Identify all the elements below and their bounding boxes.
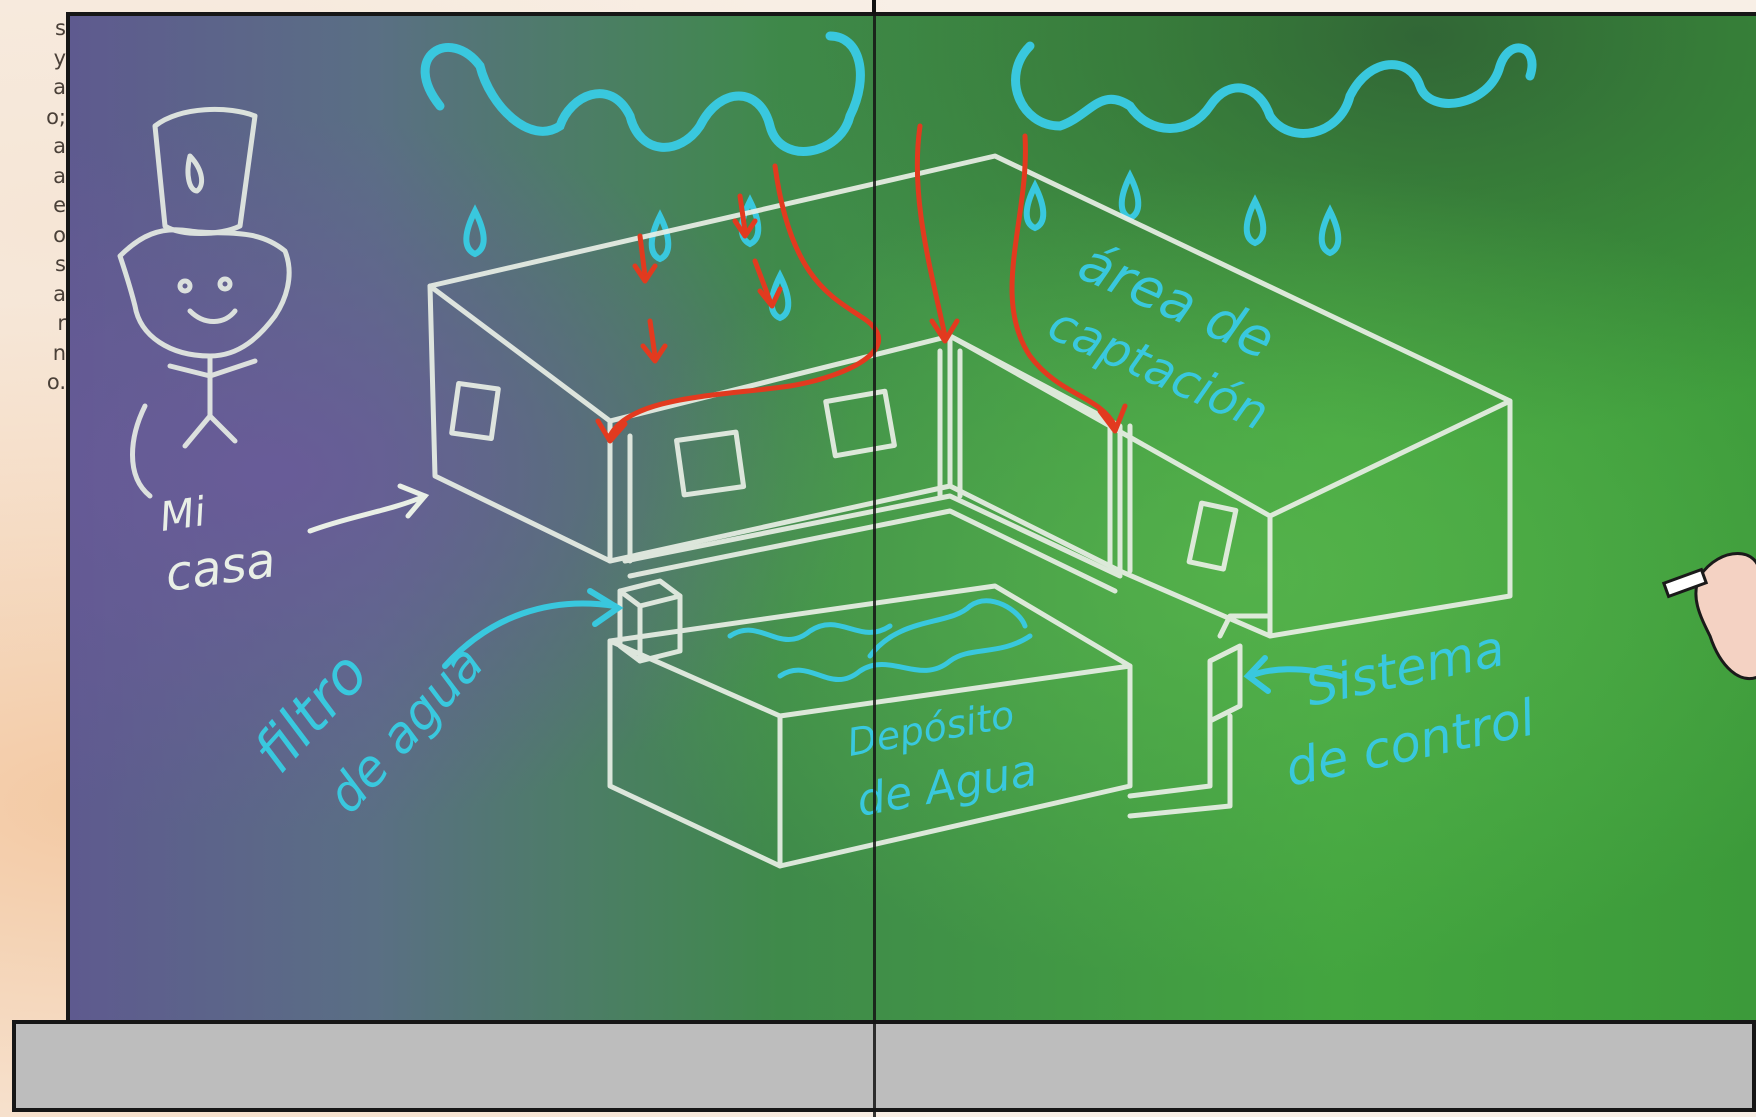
label-mi: Mi [157, 489, 209, 541]
side-text-line: a [0, 73, 66, 103]
side-text-line: n [0, 339, 66, 369]
page-gutter [873, 0, 876, 1117]
side-text-line: a [0, 162, 66, 192]
board-light-wash [70, 16, 1756, 1028]
side-text-line: o; [0, 103, 66, 133]
page-gutter-top [872, 0, 876, 14]
side-text-line: a [0, 280, 66, 310]
side-text-line: y [0, 44, 66, 74]
side-text-column: s y a o; a a e o s a r n o. [0, 14, 66, 398]
side-text-line: o. [0, 368, 66, 398]
side-text-line: s [0, 250, 66, 280]
chalkboard-ledge [12, 1020, 1756, 1112]
chalkboard-drawing: Mi casa área de captación filtro de agua… [70, 16, 1756, 1028]
side-text-line: r [0, 309, 66, 339]
chalkboard: Mi casa área de captación filtro de agua… [66, 12, 1756, 1028]
side-text-line: o [0, 221, 66, 251]
side-text-line: e [0, 191, 66, 221]
side-text-line: a [0, 132, 66, 162]
side-text-line: s [0, 14, 66, 44]
